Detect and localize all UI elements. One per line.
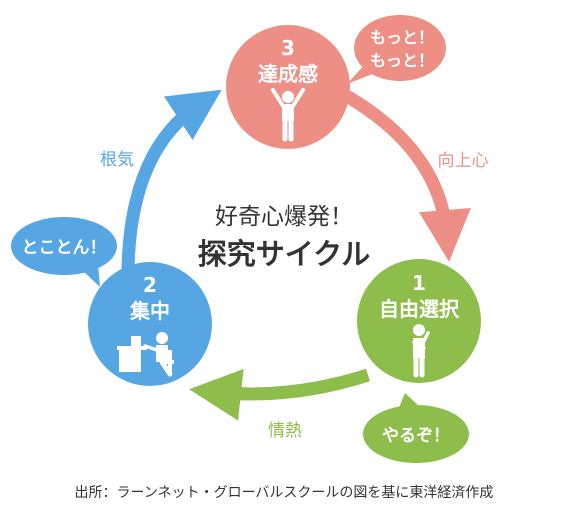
center-title-line2: 探究サイクル (198, 237, 371, 271)
node-shuchu-number: 2 (143, 273, 157, 297)
thinking-person-icon (412, 324, 430, 378)
bubble-tokoton-text: とことん！ (22, 238, 107, 258)
node-tasseikan: 3 達成感 (226, 25, 350, 149)
bubble-motto: もっと！ もっと！ (347, 15, 446, 84)
bubble-yaruzo: やるぞ！ (363, 393, 469, 463)
arrow-blue (121, 89, 222, 271)
cheering-person-icon (271, 88, 305, 142)
node-tasseikan-number: 3 (281, 36, 295, 60)
bubble-tokoton: とことん！ (11, 217, 117, 287)
bubble-yaruzo-text: やるぞ！ (382, 426, 450, 446)
bubble-motto-line1: もっと！ (370, 28, 434, 47)
arrow-label-jonetsu: 情熱 (268, 421, 302, 441)
node-jiyu-sentaku-label: 自由選択 (379, 297, 460, 321)
arrow-label-kojoshin: 向上心 (438, 151, 489, 171)
arrow-label-konki: 根気 (100, 150, 134, 170)
bubble-motto-line2: もっと！ (370, 51, 434, 70)
source-caption: 出所：ラーンネット・グローバルスクールの図を基に東洋経済作成 (75, 484, 494, 501)
arrow-green (189, 368, 370, 421)
node-jiyu-sentaku: 1 自由選択 (357, 259, 481, 383)
node-tasseikan-label: 達成感 (258, 62, 318, 86)
center-title-line1: 好奇心爆発！ (215, 204, 353, 230)
person-at-desk-icon (117, 332, 174, 377)
node-shuchu-label: 集中 (129, 299, 170, 323)
arrow-pink (341, 89, 471, 262)
node-shuchu: 2 集中 (88, 262, 212, 386)
node-jiyu-sentaku-number: 1 (412, 271, 426, 295)
